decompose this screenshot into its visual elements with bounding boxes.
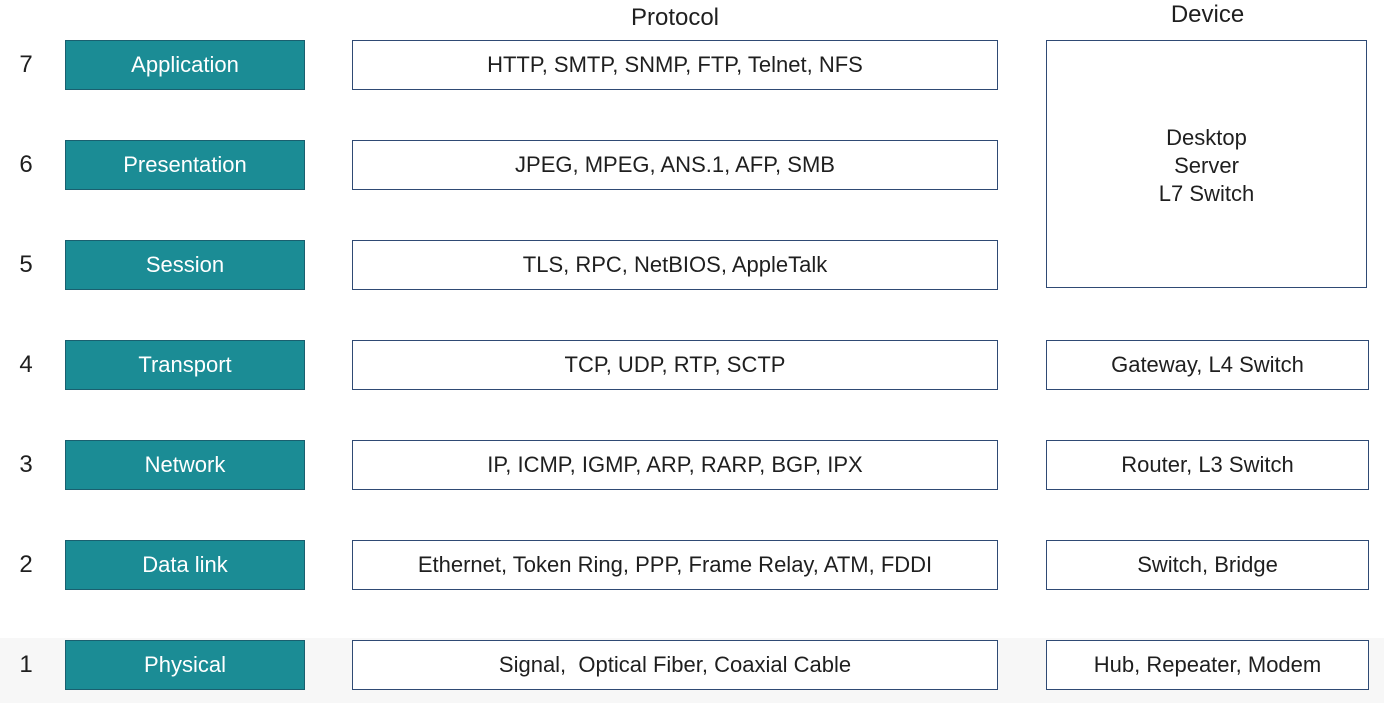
device-desktop: Desktop [1166, 125, 1247, 150]
layer-data-link: Data link [65, 540, 305, 590]
layer-network: Network [65, 440, 305, 490]
layer-number: 5 [19, 251, 33, 278]
protocols-data-link: Ethernet, Token Ring, PPP, Frame Relay, … [352, 540, 998, 590]
devices-data-link: Switch, Bridge [1046, 540, 1369, 590]
layer-physical: Physical [65, 640, 305, 690]
protocols-session: TLS, RPC, NetBIOS, AppleTalk [352, 240, 998, 290]
layer-application: Application [65, 40, 305, 90]
device-header: Device [1170, 1, 1245, 28]
layer-transport: Transport [65, 340, 305, 390]
protocols-transport: TCP, UDP, RTP, SCTP [352, 340, 998, 390]
device-server: Server [1174, 153, 1239, 178]
layer-session: Session [65, 240, 305, 290]
protocols-network: IP, ICMP, IGMP, ARP, RARP, BGP, IPX [352, 440, 998, 490]
layer-number: 3 [19, 451, 33, 478]
layer-number: 7 [19, 51, 33, 78]
layer-number: 2 [19, 551, 33, 578]
devices-physical: Hub, Repeater, Modem [1046, 640, 1369, 690]
protocol-header: Protocol [630, 4, 720, 31]
devices-upper-layers: Desktop Server L7 Switch [1046, 40, 1367, 288]
layer-number: 6 [19, 151, 33, 178]
layer-number: 4 [19, 351, 33, 378]
protocols-application: HTTP, SMTP, SNMP, FTP, Telnet, NFS [352, 40, 998, 90]
protocols-presentation: JPEG, MPEG, ANS.1, AFP, SMB [352, 140, 998, 190]
layer-number: 1 [19, 651, 33, 678]
device-l7-switch: L7 Switch [1158, 181, 1255, 206]
layer-presentation: Presentation [65, 140, 305, 190]
devices-transport: Gateway, L4 Switch [1046, 340, 1369, 390]
devices-network: Router, L3 Switch [1046, 440, 1369, 490]
protocols-physical: Signal, Optical Fiber, Coaxial Cable [352, 640, 998, 690]
